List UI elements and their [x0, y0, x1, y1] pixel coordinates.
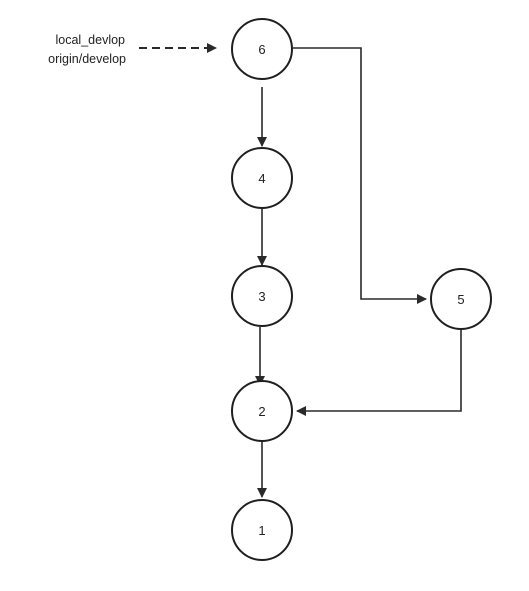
edge-5-to-2 — [296, 330, 462, 416]
commit-node-3[interactable]: 3 — [231, 265, 293, 327]
commit-node-6-label: 6 — [258, 42, 265, 57]
commit-node-5[interactable]: 5 — [430, 268, 492, 330]
branch-label-local: local_devlop — [56, 33, 126, 47]
commit-node-5-label: 5 — [457, 292, 464, 307]
commit-node-2[interactable]: 2 — [231, 380, 293, 442]
commit-node-3-label: 3 — [258, 289, 265, 304]
branch-label-remote: origin/develop — [48, 52, 126, 66]
edge-6-to-5 — [293, 47, 427, 304]
commit-node-1-label: 1 — [258, 523, 265, 538]
commit-node-4[interactable]: 4 — [231, 147, 293, 209]
commit-node-1[interactable]: 1 — [231, 499, 293, 561]
commit-node-4-label: 4 — [258, 171, 265, 186]
commit-node-2-label: 2 — [258, 404, 265, 419]
commit-node-6[interactable]: 6 — [231, 18, 293, 80]
